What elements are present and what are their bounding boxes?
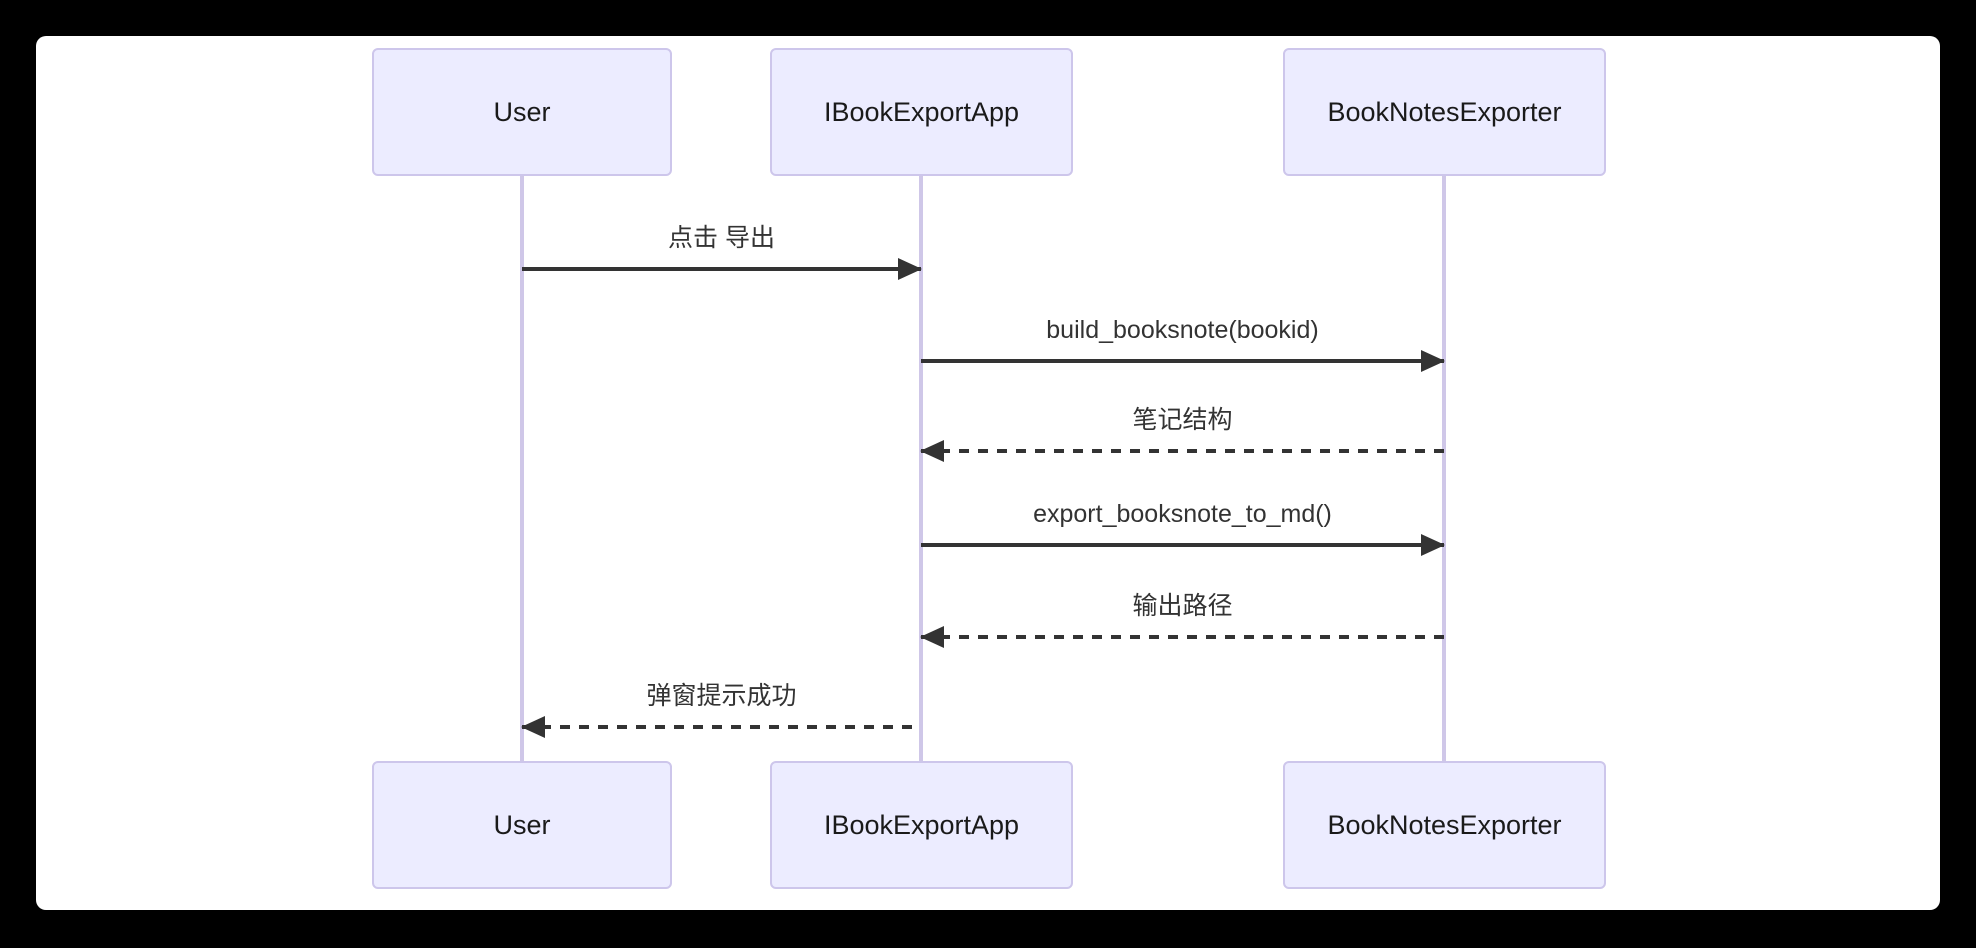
actor-box-user-bottom: User [372,761,672,889]
actor-label-app: IBookExportApp [823,96,1020,127]
actor-label-exporter: BookNotesExporter [1327,96,1562,127]
message-label: 弹窗提示成功 [646,682,797,710]
arrowhead-right-icon [1421,350,1445,372]
actor-label-exporter: BookNotesExporter [1327,809,1562,840]
message-popup-success: 弹窗提示成功 [521,679,921,738]
actor-label-user: User [493,809,551,840]
arrowhead-left-icon [920,626,944,648]
lifeline-user [520,176,524,761]
actor-box-exporter-top: BookNotesExporter [1283,48,1606,176]
message-output-path-return: 输出路径 [920,589,1444,648]
message-export-booksnote: export_booksnote_to_md() [921,497,1445,556]
message-arrow [921,350,1445,372]
arrowhead-left-icon [920,440,944,462]
message-label: 点击 导出 [668,224,775,252]
arrowhead-right-icon [1421,534,1445,556]
message-label: build_booksnote(bookid) [1046,316,1319,344]
message-build-booksnote: build_booksnote(bookid) [921,313,1445,372]
message-arrow [921,534,1445,556]
message-click-export: 点击 导出 [522,221,922,280]
message-arrow [920,626,1444,648]
actor-box-user-top: User [372,48,672,176]
lifeline-exporter [1442,176,1446,761]
message-arrow [522,258,922,280]
actor-label-user: User [493,96,551,127]
sequence-diagram-canvas: User IBookExportApp BookNotesExporter 点击… [36,36,1940,910]
actor-box-app-top: IBookExportApp [770,48,1073,176]
actor-box-exporter-bottom: BookNotesExporter [1283,761,1606,889]
arrowhead-left-icon [521,716,545,738]
arrowhead-right-icon [898,258,922,280]
lifeline-app [919,176,923,761]
message-label: 笔记结构 [1132,406,1233,434]
message-arrow [521,716,921,738]
actor-box-app-bottom: IBookExportApp [770,761,1073,889]
message-label: export_booksnote_to_md() [1033,500,1332,528]
actor-label-app: IBookExportApp [823,809,1020,840]
message-label: 输出路径 [1132,592,1233,620]
message-arrow [920,440,1444,462]
message-note-structure-return: 笔记结构 [920,403,1444,462]
